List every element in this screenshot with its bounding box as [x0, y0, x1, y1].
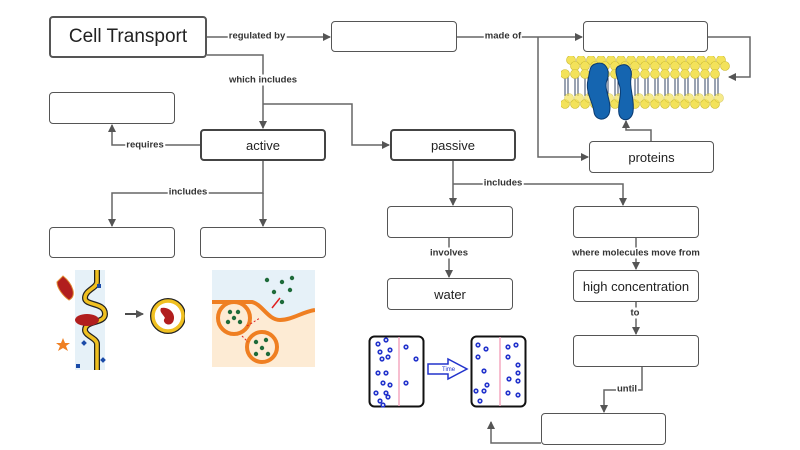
membrane-protein-right [615, 64, 634, 121]
connector-proteins-membrane [622, 120, 652, 141]
diffusion-image: Time [368, 335, 527, 408]
node-low-concentration[interactable] [573, 335, 699, 367]
connector-requires [108, 124, 200, 146]
connector-which-includes-active [207, 54, 267, 129]
link-label-to: to [629, 307, 641, 319]
connector-passive-includes-2 [453, 183, 627, 206]
node-proteins[interactable]: proteins [589, 141, 714, 173]
exocytosis-image [212, 270, 315, 367]
node-passive-type-1[interactable] [387, 206, 513, 238]
node-active-type-1[interactable] [49, 227, 175, 258]
link-label-made-of: made of [483, 30, 523, 42]
node-high-concentration[interactable]: high concentration [573, 270, 699, 302]
link-label-which-includes: which includes [227, 74, 299, 86]
node-cell-transport[interactable]: Cell Transport [49, 16, 207, 58]
connector-which-includes-passive [263, 103, 390, 149]
link-label-until: until [615, 383, 639, 395]
cell-membrane-image [561, 56, 730, 121]
node-active-requirement[interactable] [49, 92, 175, 124]
vesicle-image [125, 298, 185, 334]
connector-component-membrane [708, 36, 751, 81]
node-until-result[interactable] [541, 413, 666, 445]
link-label-active-includes: includes [167, 186, 209, 198]
membrane-protein-left [586, 62, 611, 120]
endocytosis-image [56, 270, 109, 370]
link-label-regulated-by: regulated by [227, 30, 287, 42]
node-regulator[interactable] [331, 21, 457, 52]
node-membrane-component[interactable] [583, 21, 708, 52]
node-passive-type-2[interactable] [573, 206, 699, 238]
link-label-where-molecules-move-from: where molecules move from [571, 247, 701, 259]
connector-bottom-loop [487, 421, 541, 444]
link-label-requires: requires [125, 139, 165, 151]
node-active[interactable]: active [200, 129, 326, 161]
node-active-type-2[interactable] [200, 227, 326, 258]
time-arrow-icon [427, 357, 469, 381]
connector-made-of-proteins [537, 37, 589, 161]
node-water[interactable]: water [387, 278, 513, 310]
node-passive[interactable]: passive [390, 129, 516, 161]
link-label-passive-includes: includes [482, 177, 524, 189]
time-label: Time [442, 367, 456, 373]
link-label-involves: involves [428, 247, 470, 259]
